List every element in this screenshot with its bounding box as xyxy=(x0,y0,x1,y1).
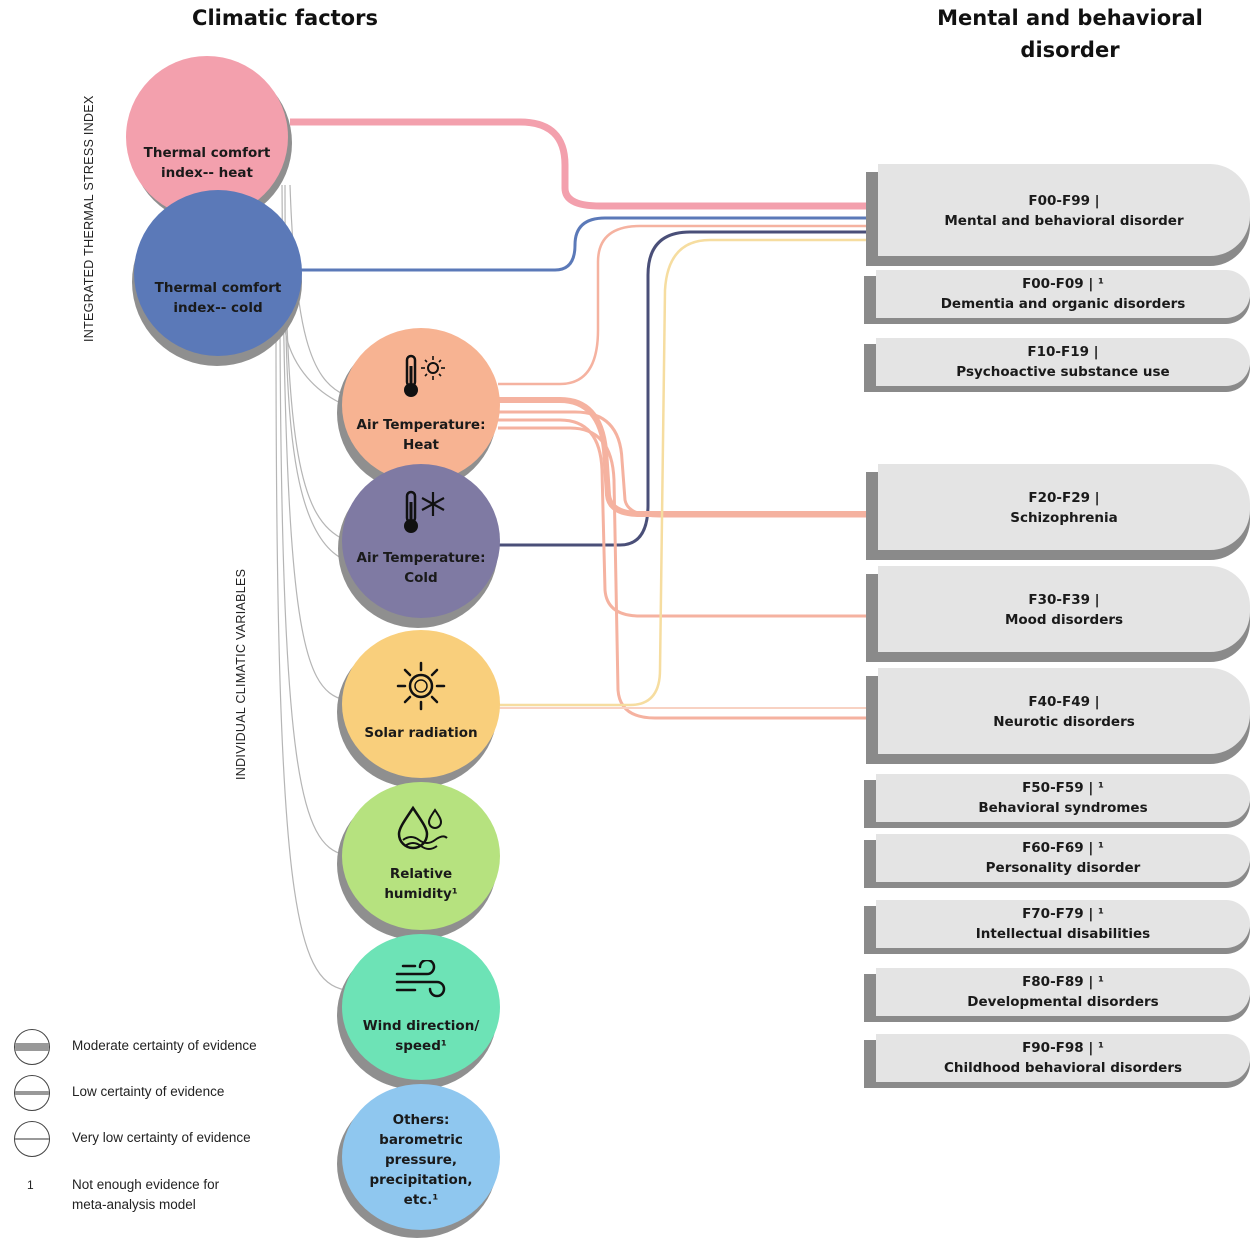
disorder-label: Schizophrenia xyxy=(1010,510,1118,526)
others-label-line4: precipitation, xyxy=(369,1172,473,1188)
cold-index-label-line2: index-- cold xyxy=(173,300,263,316)
legend-footnote-line1: Not enough evidence for xyxy=(72,1177,220,1192)
disorder-code: F90-F98 | ¹ xyxy=(1022,1040,1104,1056)
solar-to-f00-line xyxy=(498,238,878,707)
legend-footnote-mark: 1 xyxy=(27,1178,34,1192)
air-heat-to-f40-line xyxy=(498,426,878,720)
disorder-label: Personality disorder xyxy=(985,860,1141,876)
disorder-code: F70-F79 | ¹ xyxy=(1022,906,1104,922)
others-label-line1: Others: xyxy=(392,1112,450,1128)
humidity-label-line1: Relative xyxy=(389,866,453,882)
right-header-line2: disorder xyxy=(1020,38,1120,62)
disorder-code: F60-F69 | ¹ xyxy=(1022,840,1104,856)
air-cold-to-f00-line xyxy=(498,230,878,547)
air-heat-label-line2: Heat xyxy=(402,437,440,453)
disorder-label: Behavioral syndromes xyxy=(978,800,1148,816)
right-header-line1: Mental and behavioral xyxy=(937,6,1203,30)
heat-index-label-line1: Thermal comfort xyxy=(143,145,271,161)
air-heat-to-f20-line xyxy=(498,397,878,517)
humidity-drops-icon xyxy=(397,805,448,850)
others-label-line2: barometric xyxy=(379,1132,463,1148)
legend-low-label: Low certainty of evidence xyxy=(72,1084,225,1099)
disorder-label: Mood disorders xyxy=(1004,612,1124,628)
legend-moderate-label: Moderate certainty of evidence xyxy=(72,1038,257,1053)
heat-index-to-f00-line xyxy=(290,118,878,210)
air-heat-to-f00-line xyxy=(498,224,878,386)
solar-label: Solar radiation xyxy=(364,725,478,741)
disorder-label: Mental and behavioral disorder xyxy=(944,213,1184,229)
disorder-code: F10-F19 | xyxy=(1027,344,1099,360)
disorder-code: F40-F49 | xyxy=(1028,694,1100,710)
disorder-label: Psychoactive substance use xyxy=(956,364,1170,380)
disorder-label: Intellectual disabilities xyxy=(975,926,1151,942)
cold-index-label-line1: Thermal comfort xyxy=(154,280,282,296)
disorder-code: F80-F89 | ¹ xyxy=(1022,974,1104,990)
air-cold-label-line1: Air Temperature: xyxy=(356,550,486,566)
legend-very-low-label: Very low certainty of evidence xyxy=(72,1130,251,1145)
legend-very-low-symbol xyxy=(14,1121,50,1157)
disorder-code: F00-F09 | ¹ xyxy=(1022,276,1104,292)
disorder-code: F50-F59 | ¹ xyxy=(1022,780,1104,796)
left-header: Climatic factors xyxy=(192,6,378,30)
wind-label-line1: Wind direction/ xyxy=(362,1018,480,1034)
air-heat-label-line1: Air Temperature: xyxy=(356,417,486,433)
disorder-label: Childhood behavioral disorders xyxy=(943,1060,1183,1076)
thermometer-sun-icon xyxy=(404,354,445,397)
disorder-label: Dementia and organic disorders xyxy=(940,296,1186,312)
disorder-label: Developmental disorders xyxy=(967,994,1159,1010)
disorder-code: F00-F99 | xyxy=(1028,193,1100,209)
legend-moderate-symbol xyxy=(14,1029,50,1065)
air-cold-label-line2: Cold xyxy=(404,570,438,586)
heat-index-label-line2: index-- heat xyxy=(160,165,253,181)
legend-low-symbol xyxy=(14,1075,50,1111)
others-label-line3: pressure, xyxy=(384,1152,458,1168)
wind-label-line2: speed¹ xyxy=(395,1038,447,1054)
wind-icon xyxy=(395,960,446,998)
legend-footnote-line2: meta-analysis model xyxy=(72,1197,196,1212)
disorder-code: F30-F39 | xyxy=(1028,592,1100,608)
cold-index-to-f00-line xyxy=(300,216,878,272)
disorder-label: Neurotic disorders xyxy=(993,714,1135,730)
humidity-label-line2: humidity¹ xyxy=(384,886,458,902)
others-label-line5: etc.¹ xyxy=(403,1192,439,1208)
thermometer-snow-icon xyxy=(404,490,445,533)
disorder-code: F20-F29 | xyxy=(1028,490,1100,506)
sun-icon xyxy=(396,661,446,711)
air-heat-to-f30-line xyxy=(498,418,878,618)
